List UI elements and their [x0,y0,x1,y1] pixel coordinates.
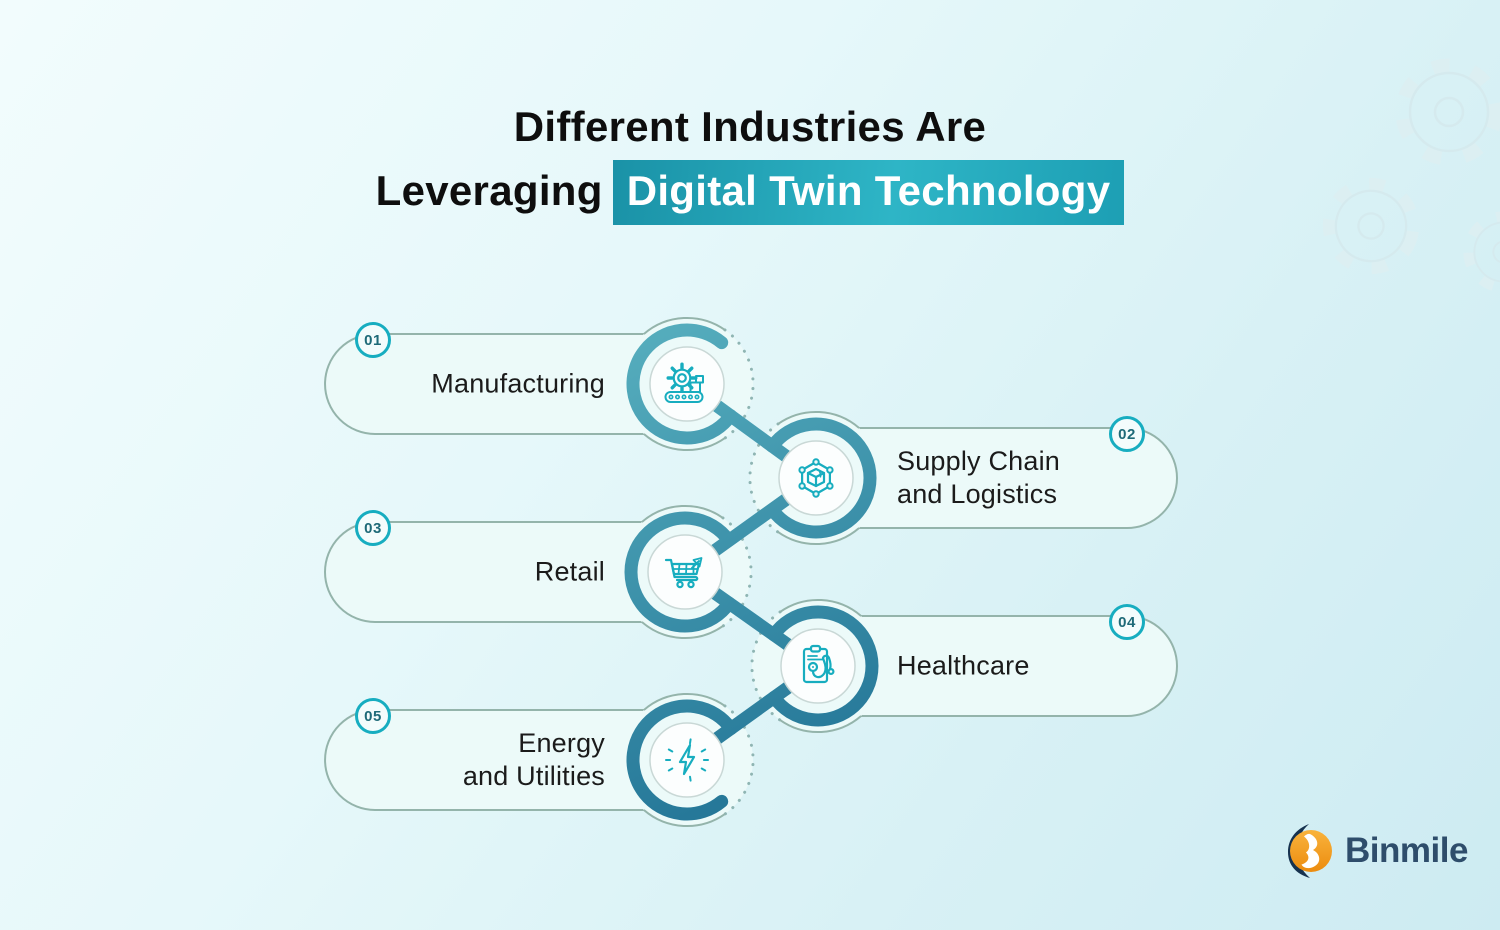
title-line-1: Different Industries Are [513,103,987,150]
brand-logo: Binmile [1281,822,1468,880]
lightning-bolt-icon [665,738,709,782]
binmile-logo-icon [1288,824,1332,878]
pill-supply-chain [858,427,1178,529]
badge-03: 03 [355,510,391,546]
label-retail: Retail [534,556,605,587]
badge-01: 01 [355,322,391,358]
title-highlight: Digital Twin Technology [612,160,1125,225]
pill-healthcare [860,615,1178,717]
brand-name: Binmile [1345,831,1468,870]
badge-02: 02 [1109,416,1145,452]
node-arcs [624,323,879,821]
clipboard-stethoscope-icon [802,644,835,684]
label-healthcare: Healthcare [897,650,1030,681]
title-line-2-prefix: Leveraging [375,167,603,214]
pill-cap-arcs [641,316,862,828]
shopping-cart-icon [664,557,703,589]
badge-05: 05 [355,698,391,734]
gear-conveyor-icon [664,362,704,403]
badge-04: 04 [1109,604,1145,640]
network-package-icon [798,458,834,498]
label-manufacturing: Manufacturing [431,368,605,399]
